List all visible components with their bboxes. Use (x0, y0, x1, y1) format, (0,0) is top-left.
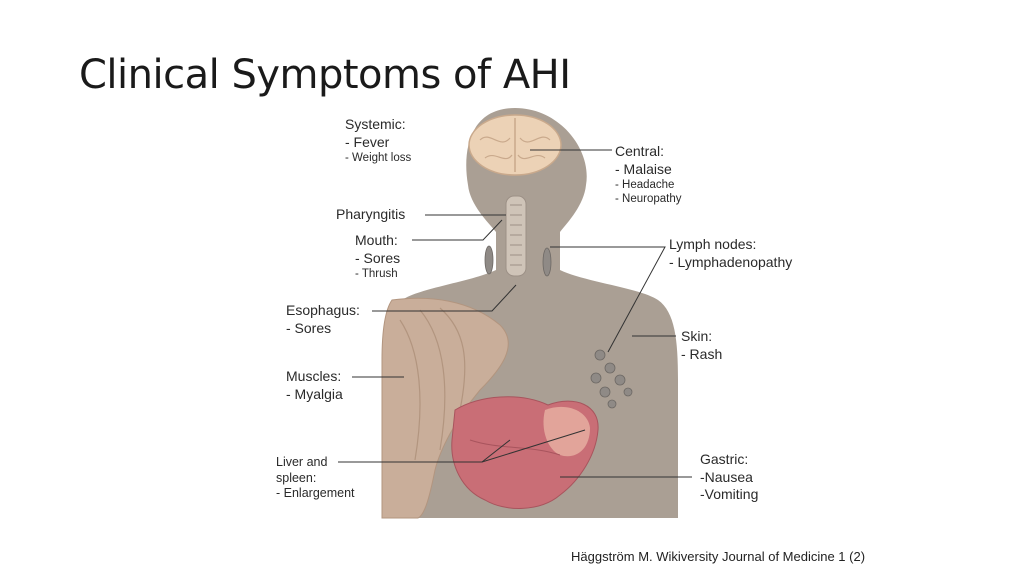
label-gastric-item-1: -Nausea (700, 468, 753, 485)
label-central-item-1: - Malaise (615, 160, 672, 177)
label-skin: Skin: - Rash (681, 328, 722, 363)
label-muscles: Muscles: - Myalgia (286, 368, 343, 403)
leader-lymph (550, 246, 666, 353)
label-central: Central: - Malaise - Headache - Neuropat… (615, 143, 681, 207)
label-liver-spleen: Liver and spleen: - Enlargement (276, 455, 355, 502)
label-systemic-item-1: - Fever (345, 133, 390, 150)
page-title: Clinical Symptoms of AHI (79, 52, 571, 98)
abdominal-organs-icon (451, 396, 599, 509)
label-muscles-heading: Muscles: (286, 368, 342, 384)
label-lymph-heading: Lymph nodes: (669, 236, 757, 252)
label-skin-item-1: - Rash (681, 345, 723, 362)
label-gastric-item-2: -Vomiting (700, 486, 759, 502)
label-systemic-heading: Systemic: (345, 116, 406, 132)
label-mouth-heading: Mouth: (355, 232, 398, 248)
brain-icon (468, 114, 562, 176)
label-esophagus-item-1: - Sores (286, 319, 332, 336)
label-systemic-item-2: - Weight loss (345, 152, 412, 164)
leader-mouth (412, 219, 503, 241)
label-pharyngitis: Pharyngitis (336, 206, 405, 224)
label-esophagus-heading: Esophagus: (286, 302, 360, 318)
label-lymph-item-1: - Lymphadenopathy (669, 253, 793, 270)
label-mouth-item-2: - Thrush (355, 268, 398, 280)
label-skin-heading: Skin: (681, 328, 713, 344)
label-liver-item-1: - Enlargement (276, 486, 355, 501)
leader-lines (338, 149, 692, 478)
label-muscles-item-1: - Myalgia (286, 385, 343, 402)
leader-esophagus (372, 284, 517, 312)
label-liver-heading: Liver and (276, 455, 328, 469)
label-mouth-item-1: - Sores (355, 249, 401, 266)
label-systemic: Systemic: - Fever - Weight loss (345, 116, 411, 165)
label-esophagus: Esophagus: - Sores (286, 302, 360, 337)
leader-liver-spleen (481, 429, 586, 463)
neck-lymph-nodes-icon (484, 245, 552, 277)
label-gastric: Gastric: -Nausea -Vomiting (700, 451, 758, 504)
axillary-lymph-nodes-icon (590, 349, 633, 409)
label-central-item-3: - Neuropathy (615, 193, 682, 206)
label-pharyngitis-heading: Pharyngitis (336, 206, 406, 222)
label-liver-heading-2: spleen: (276, 470, 317, 485)
label-lymph-nodes: Lymph nodes: - Lymphadenopathy (669, 236, 792, 271)
throat-icon (505, 195, 527, 277)
citation: Häggström M. Wikiversity Journal of Medi… (571, 549, 866, 564)
label-mouth: Mouth: - Sores - Thrush (355, 232, 400, 281)
label-gastric-heading: Gastric: (700, 451, 749, 467)
label-central-heading: Central: (615, 143, 665, 159)
label-central-item-2: - Headache (615, 179, 675, 191)
